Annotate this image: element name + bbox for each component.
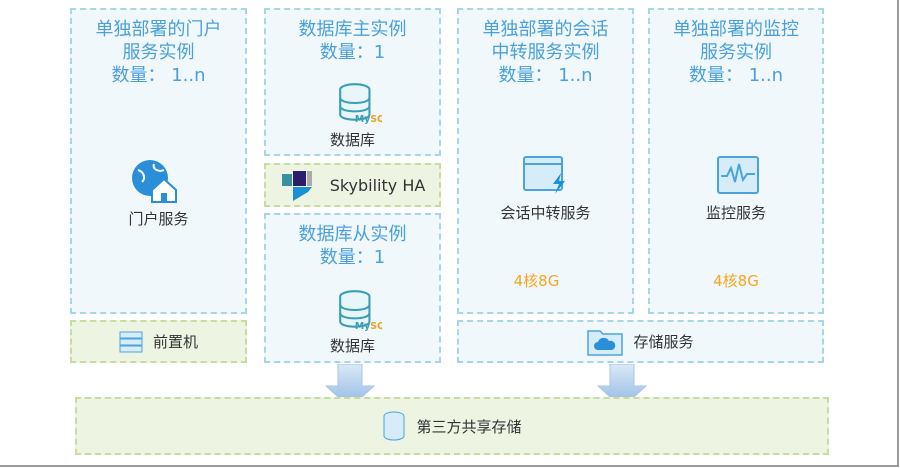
session-count: 数量： 1..n [498,65,593,86]
cloud-folder-icon [587,329,624,356]
storage-service-label: 存储服务 [633,333,694,351]
monitor-title-line1: 单独部署的监控 [673,19,799,40]
db-master-count: 数量：1 [319,42,386,63]
mysql-database-icon: MySQL [336,82,382,124]
server-icon [119,331,143,352]
session-title-line1: 单独部署的会话 [482,19,609,40]
storage-service-box: 存储服务 [457,320,824,363]
db-master-title: 数据库主实例 [298,19,407,40]
db-slave-count: 数量：1 [319,247,386,268]
db-slave-label: 数据库 [329,337,375,355]
mysql-icon-text: MySQL [355,321,382,331]
portal-title-line1: 单独部署的门户 [95,19,222,40]
skybility-ha-label: Skybility HA [329,175,426,195]
monitor-service-label: 监控服务 [705,204,766,222]
window-lightning-icon [523,156,565,194]
globe-home-icon [132,160,177,203]
frontend-box: 前置机 [70,320,247,363]
mysql-icon-text: MySQL [355,114,382,124]
portal-title-line2: 服务实例 [122,42,195,63]
portal-count: 数量： 1..n [111,65,206,86]
skybility-ha-box: Skybility HA [264,163,441,207]
monitor-count: 数量： 1..n [688,65,784,86]
db-slave-title: 数据库从实例 [298,224,407,245]
shared-storage-box: 第三方共享存储 [75,397,829,455]
session-title-line2: 中转服务实例 [491,42,600,63]
skybility-logo-icon [281,171,312,201]
storage-cylinder-icon [383,411,405,441]
monitor-pulse-icon [717,156,759,194]
monitor-instance-box: 单独部署的监控服务实例数量： 1..n 监控服务 4核8G [648,8,824,314]
session-instance-box: 单独部署的会话中转服务实例数量： 1..n 会话中转服务 4核8G [457,8,634,314]
frontend-label: 前置机 [152,333,198,351]
shared-storage-label: 第三方共享存储 [416,417,522,436]
monitor-title-line2: 服务实例 [700,42,772,63]
monitor-spec: 4核8G [713,272,759,290]
session-spec: 4核8G [513,272,560,290]
portal-instance-box: 单独部署的门户服务实例数量： 1..n 门户服务 [70,8,247,314]
mysql-database-icon: MySQL [336,289,382,331]
portal-service-label: 门户服务 [128,210,189,228]
session-service-label: 会话中转服务 [500,204,591,222]
db-master-label: 数据库 [329,131,375,149]
